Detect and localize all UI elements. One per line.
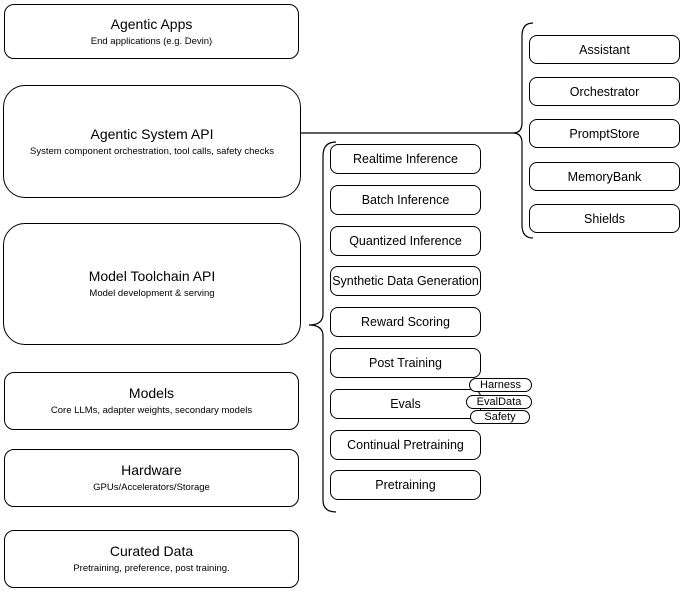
layer-subtitle: End applications (e.g. Devin) bbox=[90, 35, 213, 47]
toolchain-item-pretraining: Pretraining bbox=[330, 470, 481, 500]
layer-subtitle: GPUs/Accelerators/Storage bbox=[93, 482, 210, 493]
system-component-orchestrator: Orchestrator bbox=[529, 77, 680, 106]
layer-subtitle: Pretraining, preference, post training. bbox=[73, 563, 230, 574]
layer-agentic-apps: Agentic Apps End applications (e.g. Devi… bbox=[4, 4, 299, 59]
layer-title: Agentic System API bbox=[90, 125, 214, 142]
layer-title: Models bbox=[128, 385, 175, 401]
system-component-memorybank: MemoryBank bbox=[529, 162, 680, 191]
toolchain-item-quantized-inference: Quantized Inference bbox=[330, 226, 481, 256]
toolchain-item-realtime-inference: Realtime Inference bbox=[330, 144, 481, 174]
layer-title: Agentic Apps bbox=[110, 15, 193, 32]
layer-subtitle: Model development & serving bbox=[89, 288, 215, 299]
toolchain-item-batch-inference: Batch Inference bbox=[330, 185, 481, 215]
layer-curated-data: Curated Data Pretraining, preference, po… bbox=[4, 530, 299, 588]
system-component-shields: Shields bbox=[529, 204, 680, 233]
toolchain-item-reward-scoring: Reward Scoring bbox=[330, 307, 481, 337]
layer-title: Hardware bbox=[121, 462, 182, 478]
layer-hardware: Hardware GPUs/Accelerators/Storage bbox=[4, 449, 299, 507]
eval-tag-harness: Harness bbox=[469, 378, 532, 392]
system-component-promptstore: PromptStore bbox=[529, 119, 680, 148]
layer-subtitle: Core LLMs, adapter weights, secondary mo… bbox=[50, 405, 253, 416]
system-bracket bbox=[512, 22, 534, 239]
eval-tag-safety: Safety bbox=[470, 410, 530, 424]
toolchain-item-synthetic-data-generation: Synthetic Data Generation bbox=[330, 266, 481, 296]
layer-agentic-system-api: Agentic System API System component orch… bbox=[3, 85, 301, 198]
eval-tag-evaldata: EvalData bbox=[466, 395, 532, 409]
toolchain-item-post-training: Post Training bbox=[330, 348, 481, 378]
layer-subtitle: System component orchestration, tool cal… bbox=[30, 145, 274, 157]
layer-title: Curated Data bbox=[109, 543, 194, 559]
system-component-assistant: Assistant bbox=[529, 35, 680, 64]
layer-models: Models Core LLMs, adapter weights, secon… bbox=[4, 372, 299, 430]
toolchain-bracket bbox=[308, 141, 337, 513]
layer-model-toolchain-api: Model Toolchain API Model development & … bbox=[3, 223, 301, 345]
layer-title: Model Toolchain API bbox=[88, 268, 216, 284]
toolchain-item-continual-pretraining: Continual Pretraining bbox=[330, 430, 481, 460]
toolchain-item-evals: Evals bbox=[330, 389, 481, 419]
